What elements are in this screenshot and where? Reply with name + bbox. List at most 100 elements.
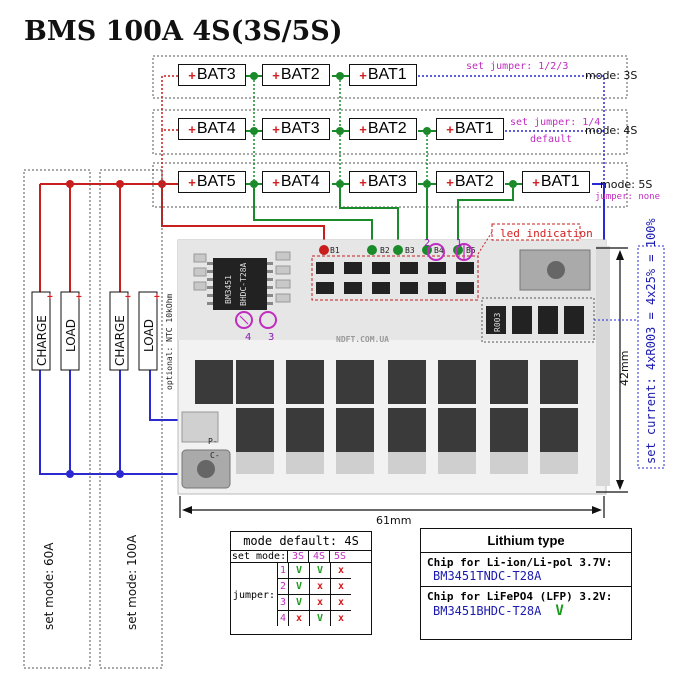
dimension-lines — [179, 247, 628, 518]
diagram-title: BMS 100A 4S(3S/5S) — [24, 16, 343, 47]
battery-label: BAT2 — [280, 66, 320, 83]
load-100-box: LOAD — [138, 291, 158, 371]
svg-text:+: + — [47, 292, 53, 303]
battery-cell: +BAT5 — [178, 171, 246, 193]
row-3s-mode: mode: 3S — [585, 69, 638, 82]
cross-mark: x — [310, 595, 331, 610]
plus-sign: + — [359, 174, 367, 190]
plus-sign: + — [359, 67, 367, 83]
svg-text:+: + — [154, 292, 160, 303]
pad-b4: B4 — [434, 246, 444, 255]
row-5s-jumper: jumper: none — [595, 192, 661, 202]
set-mode-100a-label: set mode: 100A — [125, 534, 139, 630]
ntc-label: optional: NTC 10kOhm — [165, 293, 174, 390]
plus-sign: + — [446, 121, 454, 137]
pad-b3: B3 — [405, 246, 415, 255]
jumper-num-1: 1 — [456, 238, 462, 249]
lithium-row1-chip: BM3451TNDC-T28A — [433, 569, 542, 583]
svg-text:BM3451: BM3451 — [224, 275, 233, 304]
row-4s-jumper: set jumper: 1/4 — [510, 117, 601, 128]
jumper-marks — [235, 243, 473, 329]
charge-label-60a: CHARGE — [35, 315, 49, 366]
dotted-balance-links — [253, 80, 428, 180]
dim-width: 61mm — [376, 514, 411, 527]
resistor-label: R003 — [493, 313, 502, 332]
battery-cell: +BAT3 — [178, 64, 246, 86]
jumper-number: 3 — [277, 595, 289, 610]
battery-cell: +BAT4 — [178, 118, 246, 140]
plus-sign: + — [272, 67, 280, 83]
battery-cell: +BAT3 — [349, 171, 417, 193]
battery-cell: +BAT3 — [262, 118, 330, 140]
row-3s-frame — [152, 55, 628, 99]
row-4s-mode: mode: 4S — [585, 124, 638, 137]
battery-cell: +BAT1 — [522, 171, 590, 193]
battery-label: BAT3 — [280, 120, 320, 137]
lithium-row2-check: V — [555, 603, 564, 619]
row-5s-mode: mode: 5S — [600, 178, 653, 191]
battery-label: BAT1 — [540, 173, 580, 190]
battery-cell: +BAT2 — [262, 64, 330, 86]
plus-sign: + — [272, 121, 280, 137]
load-label-60a: LOAD — [64, 319, 78, 352]
pcb-board: BM3451 BHDC-T28A B1 B2 B3 B4 B5 R003 — [177, 239, 610, 495]
plus-sign: + — [532, 174, 540, 190]
set-mode-label: set mode: — [231, 551, 288, 562]
check-mark: V — [310, 611, 331, 626]
charge-100-box: CHARGE — [109, 291, 129, 371]
lithium-row2-label: Chip for LiFePO4 (LFP) 3.2V: — [427, 590, 613, 603]
svg-text:+: + — [76, 292, 82, 303]
battery-label: BAT5 — [196, 173, 236, 190]
jumper-number: 4 — [277, 611, 289, 626]
battery-cell: +BAT4 — [262, 171, 330, 193]
plus-sign: + — [188, 121, 196, 137]
jumper-num-2: 2 — [424, 238, 430, 249]
check-mark: V — [289, 595, 310, 610]
red-wires — [39, 183, 325, 292]
battery-label: BAT4 — [280, 173, 320, 190]
row-4s-frame — [152, 109, 628, 155]
watermark: NDFT.COM.UA — [336, 335, 389, 344]
balance-wires — [253, 188, 514, 246]
c-minus-label: C- — [210, 451, 220, 460]
battery-cell: +BAT1 — [349, 64, 417, 86]
pad-b2: B2 — [380, 246, 390, 255]
frame-60a — [23, 169, 91, 669]
svg-text:BHDC-T28A: BHDC-T28A — [239, 262, 248, 306]
battery-cell: +BAT2 — [436, 171, 504, 193]
battery-label: BAT3 — [196, 66, 236, 83]
cross-mark: x — [337, 581, 345, 592]
mode-3s: 3S — [288, 551, 309, 562]
battery-cell: +BAT2 — [349, 118, 417, 140]
jumper-number: 2 — [277, 579, 289, 594]
lithium-title: Lithium type — [421, 529, 631, 553]
mode-4s: 4S — [309, 551, 330, 562]
lithium-row2-chip: BM3451BHDC-T28A — [433, 604, 542, 618]
lithium-row1-label: Chip for Li-ion/Li-pol 3.7V: — [427, 556, 613, 569]
battery-cell: +BAT1 — [436, 118, 504, 140]
mode-table-title: mode default: 4S — [231, 532, 371, 551]
battery-label: BAT4 — [196, 120, 236, 137]
mode-table: mode default: 4S set mode: 3S 4S 5S jump… — [230, 531, 372, 635]
check-mark: V — [310, 563, 331, 578]
battery-label: BAT3 — [367, 173, 407, 190]
cross-mark: x — [337, 613, 345, 624]
charge-60-box: CHARGE — [31, 291, 51, 371]
jumper-num-4: 4 — [245, 332, 251, 343]
plus-sign: + — [188, 67, 196, 83]
link-dots — [250, 72, 517, 188]
mode-5s: 5S — [333, 551, 347, 562]
battery-label: BAT2 — [454, 173, 494, 190]
pad-b1: B1 — [330, 246, 340, 255]
battery-label: BAT1 — [454, 120, 494, 137]
plus-sign: + — [188, 174, 196, 190]
jumper-label: jumper: — [232, 589, 276, 601]
row-4s-jumper-default: default — [530, 134, 573, 145]
cross-mark: x — [310, 579, 331, 594]
